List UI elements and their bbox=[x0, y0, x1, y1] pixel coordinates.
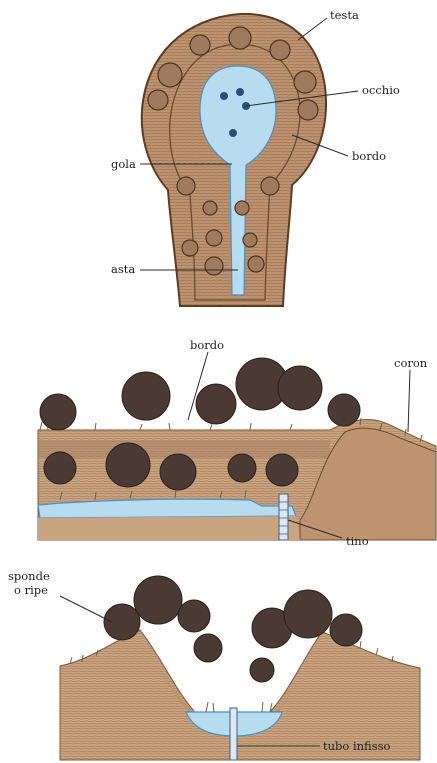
panel-middle-section: bordo coron tino bbox=[38, 338, 436, 548]
tree-icon bbox=[328, 394, 360, 426]
tree-icon bbox=[294, 71, 316, 93]
tree-icon bbox=[40, 394, 76, 430]
label-bordo-top: bordo bbox=[352, 149, 386, 163]
label-bordo-middle: bordo bbox=[190, 338, 224, 352]
tree-icon bbox=[261, 177, 279, 195]
well-eye-icon bbox=[220, 92, 228, 100]
tree-icon bbox=[190, 35, 210, 55]
tree-icon bbox=[270, 40, 290, 60]
tree-icon bbox=[182, 240, 198, 256]
panel-bottom-cross-section: sponde o ripe tubo infisso bbox=[8, 569, 420, 760]
tree-icon bbox=[330, 614, 362, 646]
tree-icon bbox=[122, 372, 170, 420]
tree-icon bbox=[177, 177, 195, 195]
label-sponde-line2: o ripe bbox=[14, 583, 48, 597]
tree-icon bbox=[158, 63, 182, 87]
tree-icon bbox=[278, 366, 322, 410]
pipe-icon bbox=[279, 494, 288, 540]
leader-coron bbox=[408, 370, 410, 432]
pipe-tino bbox=[279, 494, 288, 540]
tree-icon bbox=[250, 658, 274, 682]
label-occhio: occhio bbox=[362, 83, 400, 97]
tree-icon bbox=[106, 443, 150, 487]
tree-icon bbox=[203, 201, 217, 215]
well-eye-icon bbox=[236, 88, 244, 96]
leader-testa bbox=[298, 18, 327, 40]
tree-icon bbox=[248, 256, 264, 272]
tree-icon bbox=[235, 201, 249, 215]
tree-icon bbox=[284, 590, 332, 638]
pipe-infisso bbox=[230, 708, 237, 760]
label-gola: gola bbox=[111, 157, 136, 171]
tree-icon bbox=[104, 604, 140, 640]
well-eye-icon bbox=[229, 129, 237, 137]
tree-icon bbox=[44, 452, 76, 484]
label-sponde-line1: sponde bbox=[8, 569, 50, 583]
tree-icon bbox=[160, 454, 196, 490]
tree-icon bbox=[178, 600, 210, 632]
tree-icon bbox=[148, 90, 168, 110]
tree-icon bbox=[243, 233, 257, 247]
label-asta: asta bbox=[111, 262, 135, 276]
tree-icon bbox=[194, 634, 222, 662]
pipe-icon bbox=[230, 708, 237, 760]
tree-icon bbox=[298, 100, 318, 120]
tree-icon bbox=[206, 230, 222, 246]
tree-icon bbox=[229, 27, 251, 49]
label-tubo-infisso: tubo infisso bbox=[323, 739, 391, 753]
tree-icon bbox=[228, 454, 256, 482]
tree-icon bbox=[266, 454, 298, 486]
panel-top-plan: testa occhio bordo gola asta bbox=[111, 8, 400, 306]
tree-icon bbox=[134, 576, 182, 624]
label-tino: tino bbox=[346, 534, 369, 548]
label-coron: coron bbox=[394, 356, 428, 370]
label-testa: testa bbox=[330, 8, 359, 22]
leader-sponde bbox=[60, 596, 112, 622]
tree-icon bbox=[205, 257, 223, 275]
stream-bed bbox=[38, 516, 300, 540]
tree-icon bbox=[196, 384, 236, 424]
